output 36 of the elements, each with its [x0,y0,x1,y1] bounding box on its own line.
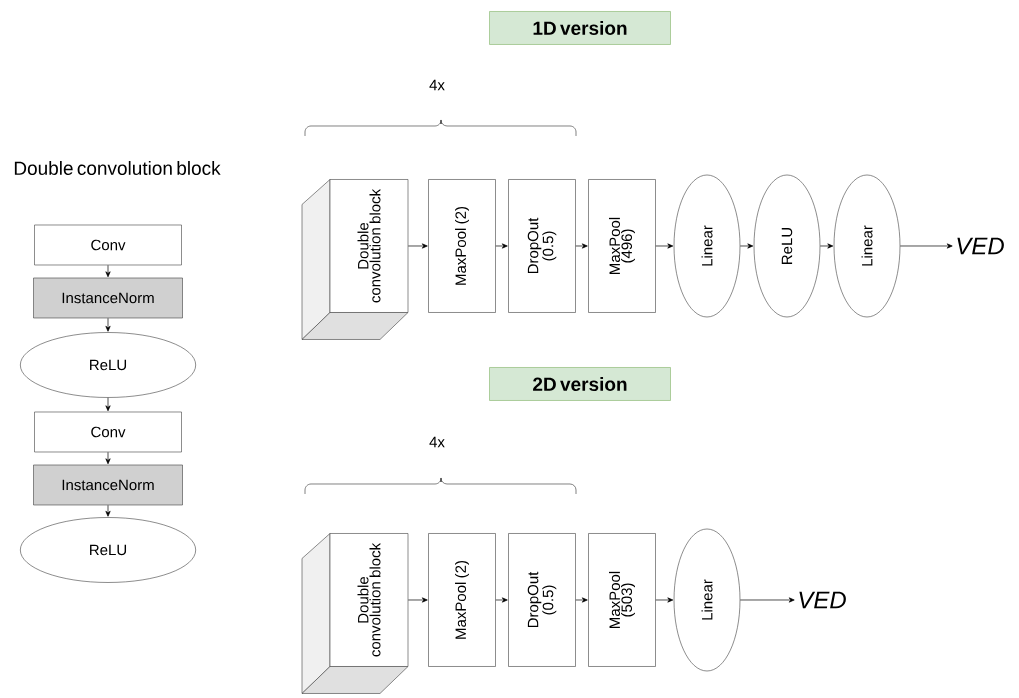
process-box: DropOut (0.5) [508,533,576,667]
process-box: MaxPool (496) [588,179,656,313]
process-box: MaxPool (2) [428,533,496,667]
version-title: 1D version [489,11,671,45]
arrow [739,243,754,249]
process-box: MaxPool (2) [428,179,496,313]
version-title: 2D version [489,367,671,401]
arrow [105,504,111,517]
process-box: DropOut (0.5) [508,179,576,313]
repeat-label: 4x [429,79,445,91]
arrow [407,243,428,249]
arrow [899,243,953,249]
arrow [105,317,111,332]
arrow [105,451,111,465]
arrow [495,243,508,249]
arrow [655,243,674,249]
arrow [407,597,428,603]
arrow [575,597,588,603]
arrow [575,243,588,249]
process-box: InstanceNorm [33,464,183,506]
arrow [495,597,508,603]
arrow [105,397,111,412]
process-box: Conv [34,411,182,453]
process-box: MaxPool (503) [588,533,656,667]
arrow [819,243,834,249]
block-cube: Double convolution block [301,533,409,694]
arrow [655,597,674,603]
block-cube: Double convolution block [301,179,409,340]
process-box: InstanceNorm [33,277,183,319]
heading: Double convolution block [14,161,221,175]
output-label: VED [957,237,1004,255]
arrow [105,264,111,278]
process-box: Conv [34,224,182,266]
arrow [739,597,795,603]
output-label: VED [799,591,846,609]
repeat-label: 4x [429,436,445,448]
